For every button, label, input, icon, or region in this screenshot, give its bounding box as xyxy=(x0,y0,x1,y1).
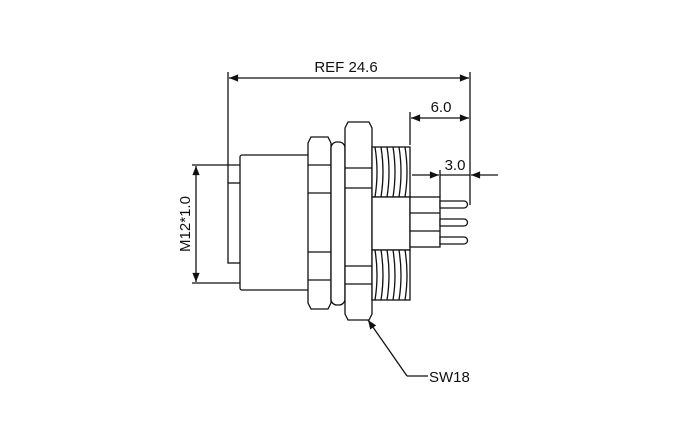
hex-nut-front xyxy=(307,136,332,310)
ref-dimension-label: REF 24.6 xyxy=(314,59,377,76)
hex-nut-rear xyxy=(344,121,373,321)
pin-length-dimension: 3.0 xyxy=(412,157,498,197)
wrench-size-callout: SW18 xyxy=(367,319,470,386)
thread-dimension: M12*1.0 xyxy=(177,164,240,284)
pin-length-dimension-label: 3.0 xyxy=(445,157,466,174)
wrench-size-label: SW18 xyxy=(429,369,470,386)
pin xyxy=(439,236,469,245)
connector-body xyxy=(227,121,469,321)
pin xyxy=(439,200,469,209)
pin-section-dimension-label: 6.0 xyxy=(431,99,452,116)
pin-section-dimension: 6.0 xyxy=(409,99,470,145)
thread-dimension-label: M12*1.0 xyxy=(177,196,194,252)
thread-lower xyxy=(371,249,411,301)
thread-upper xyxy=(371,146,411,198)
washer xyxy=(330,141,346,306)
pin xyxy=(439,218,469,227)
rear-plate xyxy=(371,196,411,251)
pins xyxy=(409,196,469,248)
